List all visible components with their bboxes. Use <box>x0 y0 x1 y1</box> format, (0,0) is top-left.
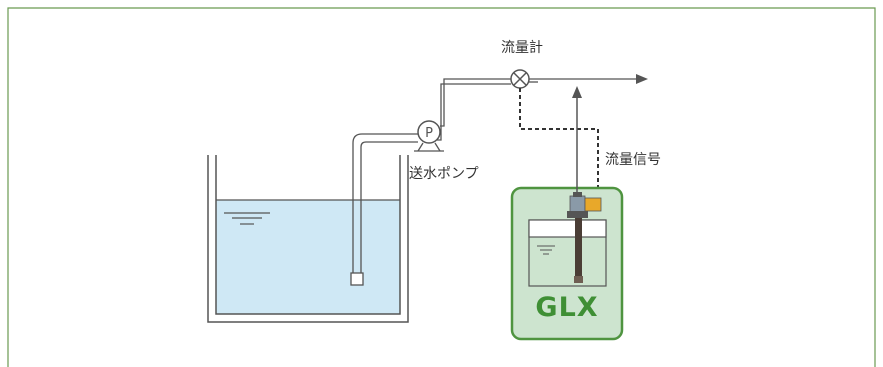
discharge-pipe <box>437 78 640 141</box>
flowmeter-label: 流量計 <box>501 40 543 56</box>
sensor-head <box>569 195 586 213</box>
suction-pipe <box>350 133 418 286</box>
water <box>216 200 400 314</box>
water-level-icon <box>537 245 555 255</box>
strainer <box>350 272 364 286</box>
pump-symbol: P <box>425 126 433 141</box>
glx-unit <box>510 186 624 341</box>
glx-label: GLX <box>535 292 599 323</box>
water-level-icon <box>224 212 270 225</box>
flow-signal-label: 流量信号 <box>605 152 661 168</box>
sensor-probe-icon <box>575 218 582 282</box>
arrow-up-icon <box>572 86 582 98</box>
flowmeter-icon <box>510 69 530 89</box>
signal-line <box>519 88 599 205</box>
pump-icon: P <box>414 120 444 152</box>
arrow-right-icon <box>636 74 648 84</box>
outer-frame <box>7 7 876 367</box>
water-tank <box>207 155 409 323</box>
pump-label: 送水ポンプ <box>409 166 479 182</box>
